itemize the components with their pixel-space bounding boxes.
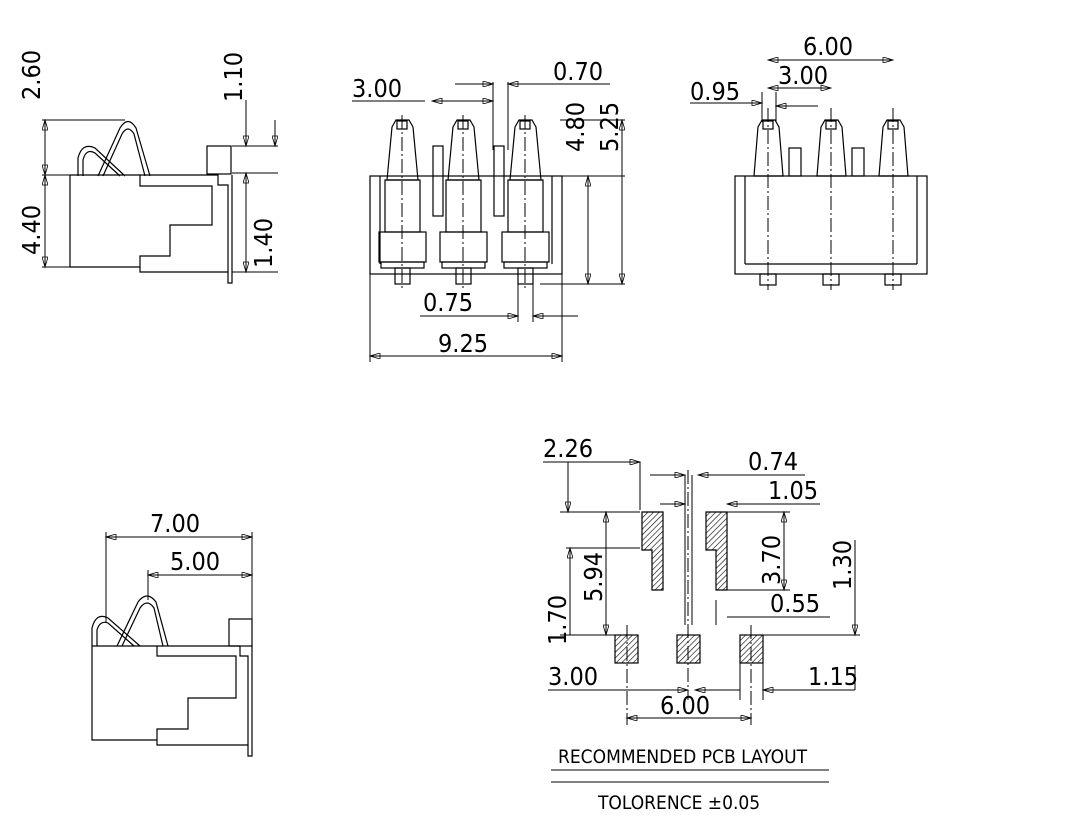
dim-pcb-3-00: 3.00 xyxy=(548,662,598,691)
dim-front-0-70: 0.70 xyxy=(553,57,603,86)
dim-side-2-60: 2.60 xyxy=(17,50,46,100)
dim-front-9-25: 9.25 xyxy=(438,329,488,358)
dim-bottom-5-00: 5.00 xyxy=(170,547,220,576)
front-view-dims: 3.00 0.70 4.80 5.25 0.75 9.25 xyxy=(352,57,625,362)
dim-side-4-40: 4.40 xyxy=(17,205,46,255)
dim-pcb-5-94: 5.94 xyxy=(579,552,608,602)
pcb-dims: 2.26 0.74 1.05 5.94 3.70 1.30 1.70 0.55 … xyxy=(543,434,860,720)
bottom-side-view: 7.00 5.00 xyxy=(91,509,252,757)
pcb-pad-right-l xyxy=(705,511,728,591)
top-view-contact-1 xyxy=(753,108,784,290)
dim-pcb-3-70: 3.70 xyxy=(757,535,786,585)
dim-pcb-6-00: 6.00 xyxy=(660,691,710,720)
dim-top-3-00: 3.00 xyxy=(778,61,828,90)
pcb-pad-left-l xyxy=(641,511,664,591)
front-view: 3.00 0.70 4.80 5.25 0.75 9.25 xyxy=(352,57,625,362)
dim-front-0-75: 0.75 xyxy=(423,288,473,317)
front-view-contact-2 xyxy=(439,115,488,290)
front-view-contact-1 xyxy=(378,115,427,290)
dim-top-6-00: 6.00 xyxy=(803,32,853,61)
top-view-contact-3 xyxy=(878,108,909,290)
dim-pcb-1-30: 1.30 xyxy=(828,540,857,590)
pcb-layout: 2.26 0.74 1.05 5.94 3.70 1.30 1.70 0.55 … xyxy=(543,434,860,814)
dim-side-1-10: 1.10 xyxy=(219,52,248,102)
dim-bottom-7-00: 7.00 xyxy=(150,509,200,538)
dim-top-0-95: 0.95 xyxy=(690,77,740,106)
pcb-tolerance-note: TOLORENCE ±0.05 xyxy=(597,792,760,814)
dim-pcb-1-15: 1.15 xyxy=(808,662,858,691)
top-view-contact-2 xyxy=(816,108,847,290)
dim-pcb-2-26: 2.26 xyxy=(543,434,593,463)
side-view-body xyxy=(69,120,233,284)
dim-front-5-25: 5.25 xyxy=(595,102,624,152)
side-view-dims: 2.60 4.40 1.10 1.40 xyxy=(17,50,278,272)
top-view: 6.00 3.00 0.95 xyxy=(690,32,928,290)
front-view-contact-3 xyxy=(501,115,550,290)
top-view-dims: 6.00 3.00 0.95 xyxy=(690,32,893,122)
dim-front-3-00: 3.00 xyxy=(352,74,402,103)
side-view: 2.60 4.40 1.10 1.40 xyxy=(17,50,278,284)
dim-pcb-0-55: 0.55 xyxy=(770,589,820,618)
dim-front-4-80: 4.80 xyxy=(561,102,590,152)
dim-pcb-1-70: 1.70 xyxy=(543,595,572,645)
dim-pcb-1-05: 1.05 xyxy=(768,476,818,505)
dim-pcb-0-74: 0.74 xyxy=(748,447,798,476)
dim-side-1-40: 1.40 xyxy=(249,218,278,268)
pcb-layout-title: RECOMMENDED PCB LAYOUT xyxy=(558,746,808,768)
